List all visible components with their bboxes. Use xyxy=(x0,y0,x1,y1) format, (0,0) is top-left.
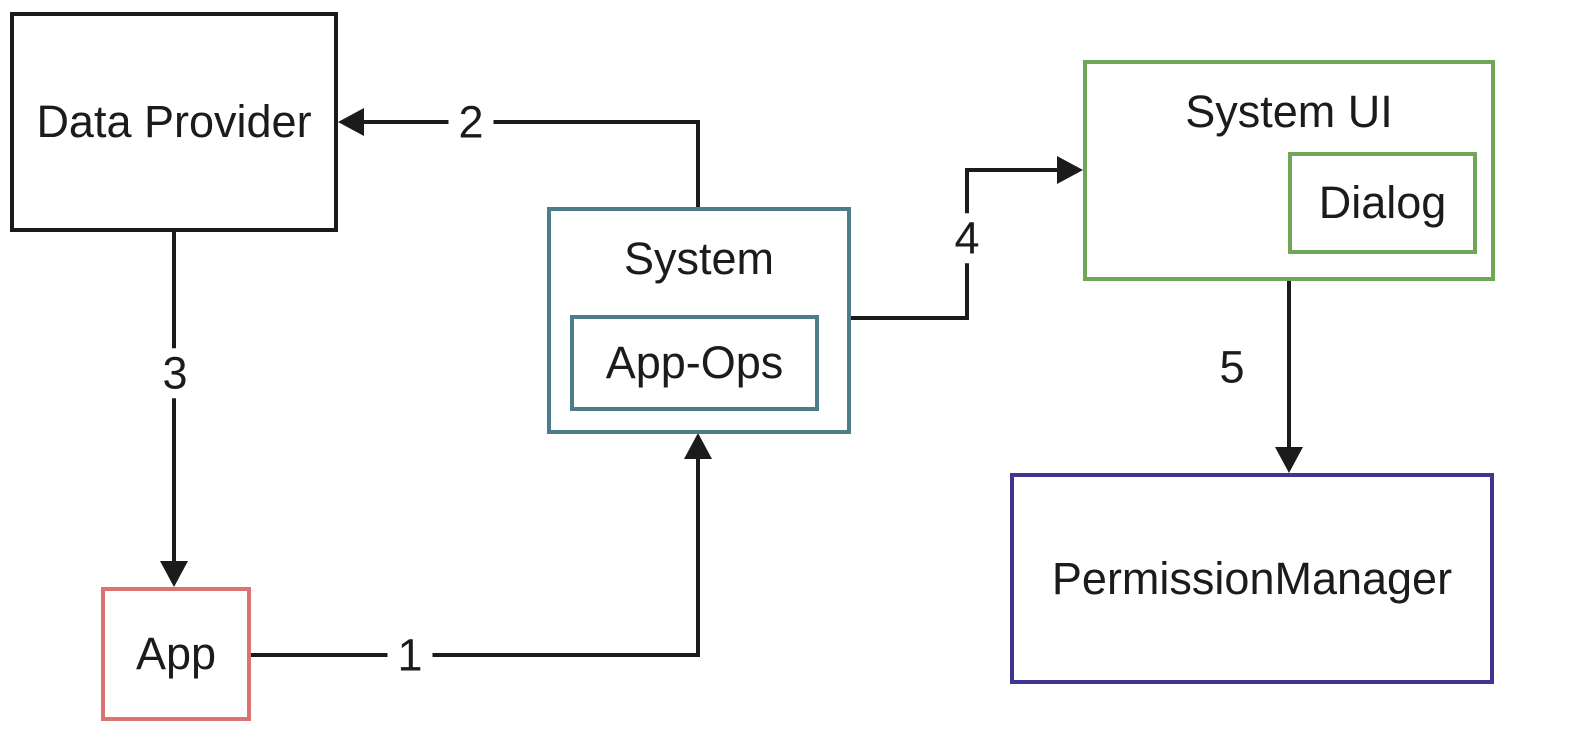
node-app: App xyxy=(101,587,251,721)
arrow-2-line-vertical xyxy=(696,120,700,207)
node-data-provider-label: Data Provider xyxy=(36,96,312,148)
arrow-5-number-label: 5 xyxy=(1209,342,1255,392)
node-permission-manager-label: PermissionManager xyxy=(1051,552,1453,604)
node-system-ui-label: System UI xyxy=(1185,86,1393,137)
arrow-3-head-icon xyxy=(160,561,188,587)
arrow-1-line-vertical xyxy=(696,456,700,655)
arrow-1-line-horizontal xyxy=(250,653,700,657)
node-dialog: Dialog xyxy=(1288,152,1477,254)
node-dialog-label: Dialog xyxy=(1318,177,1447,229)
node-system: System xyxy=(547,207,851,434)
arrow-5-line-vertical xyxy=(1287,280,1291,449)
node-system-label: System xyxy=(623,233,775,284)
arrow-4-number-label: 4 xyxy=(944,213,990,263)
node-app-ops-label: App-Ops xyxy=(605,337,784,389)
arrow-2-head-icon xyxy=(338,108,364,136)
arrow-3-number-label: 3 xyxy=(152,348,198,398)
arrow-2-number-label: 2 xyxy=(448,97,494,147)
node-system-ui: System UI xyxy=(1083,60,1495,281)
arrow-1-number-label: 1 xyxy=(387,630,433,680)
node-data-provider: Data Provider xyxy=(10,12,338,232)
arrow-5-head-icon xyxy=(1275,447,1303,473)
node-permission-manager: PermissionManager xyxy=(1010,473,1494,684)
arrow-1-head-icon xyxy=(684,433,712,459)
arrow-2-line-horizontal xyxy=(352,120,700,124)
node-app-label: App xyxy=(135,628,217,680)
arrow-4-line-horizontal-1 xyxy=(850,316,969,320)
arrow-4-head-icon xyxy=(1057,156,1083,184)
node-app-ops: App-Ops xyxy=(570,315,819,411)
arrow-4-line-horizontal-2 xyxy=(965,168,1059,172)
